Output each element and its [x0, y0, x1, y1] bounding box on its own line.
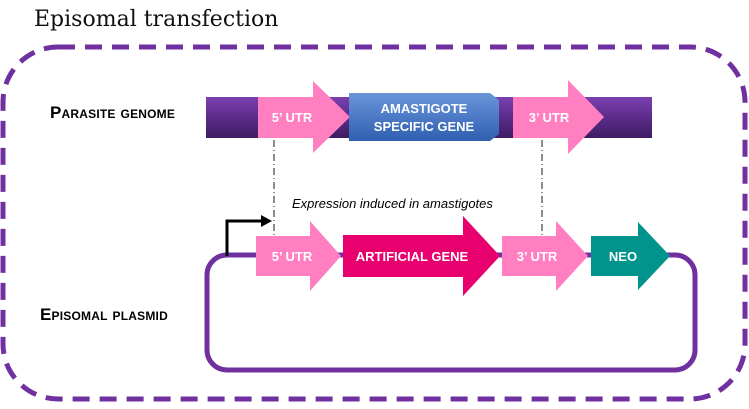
parasite-genome-label: Parasite genome: [50, 103, 176, 122]
artificial-gene-label: ARTIFICIAL GENE: [356, 249, 469, 264]
plasmid-utr5-arrow: [256, 221, 341, 291]
amastigote-gene-label-line2: SPECIFIC GENE: [374, 119, 475, 134]
genome-utr3-arrow: [513, 80, 604, 154]
promoter-arrow: [225, 219, 262, 256]
genome-utr5-label: 5’ UTR: [272, 110, 313, 125]
plasmid-utr3-label: 3’ UTR: [517, 249, 558, 264]
genome-utr3-label: 3’ UTR: [529, 110, 570, 125]
neo-marker-arrow: [591, 222, 670, 290]
promoter-arrowhead: [261, 215, 272, 227]
amastigote-gene-label-line1: AMASTIGOTE: [381, 101, 468, 116]
neo-marker-label: NEO: [609, 249, 637, 264]
expression-note: Expression induced in amastigotes: [292, 196, 493, 211]
outer-dashed-frame: [0, 44, 748, 402]
plasmid-utr3-arrow: [502, 221, 588, 291]
plasmid-utr5-label: 5’ UTR: [272, 249, 313, 264]
diagram-title: Episomal transfection: [34, 7, 279, 32]
episomal-plasmid-label: Episomal plasmid: [40, 305, 168, 324]
amastigote-gene-block: [349, 93, 499, 141]
artificial-gene-arrow: [343, 216, 500, 296]
genome-utr5-arrow: [258, 81, 350, 153]
